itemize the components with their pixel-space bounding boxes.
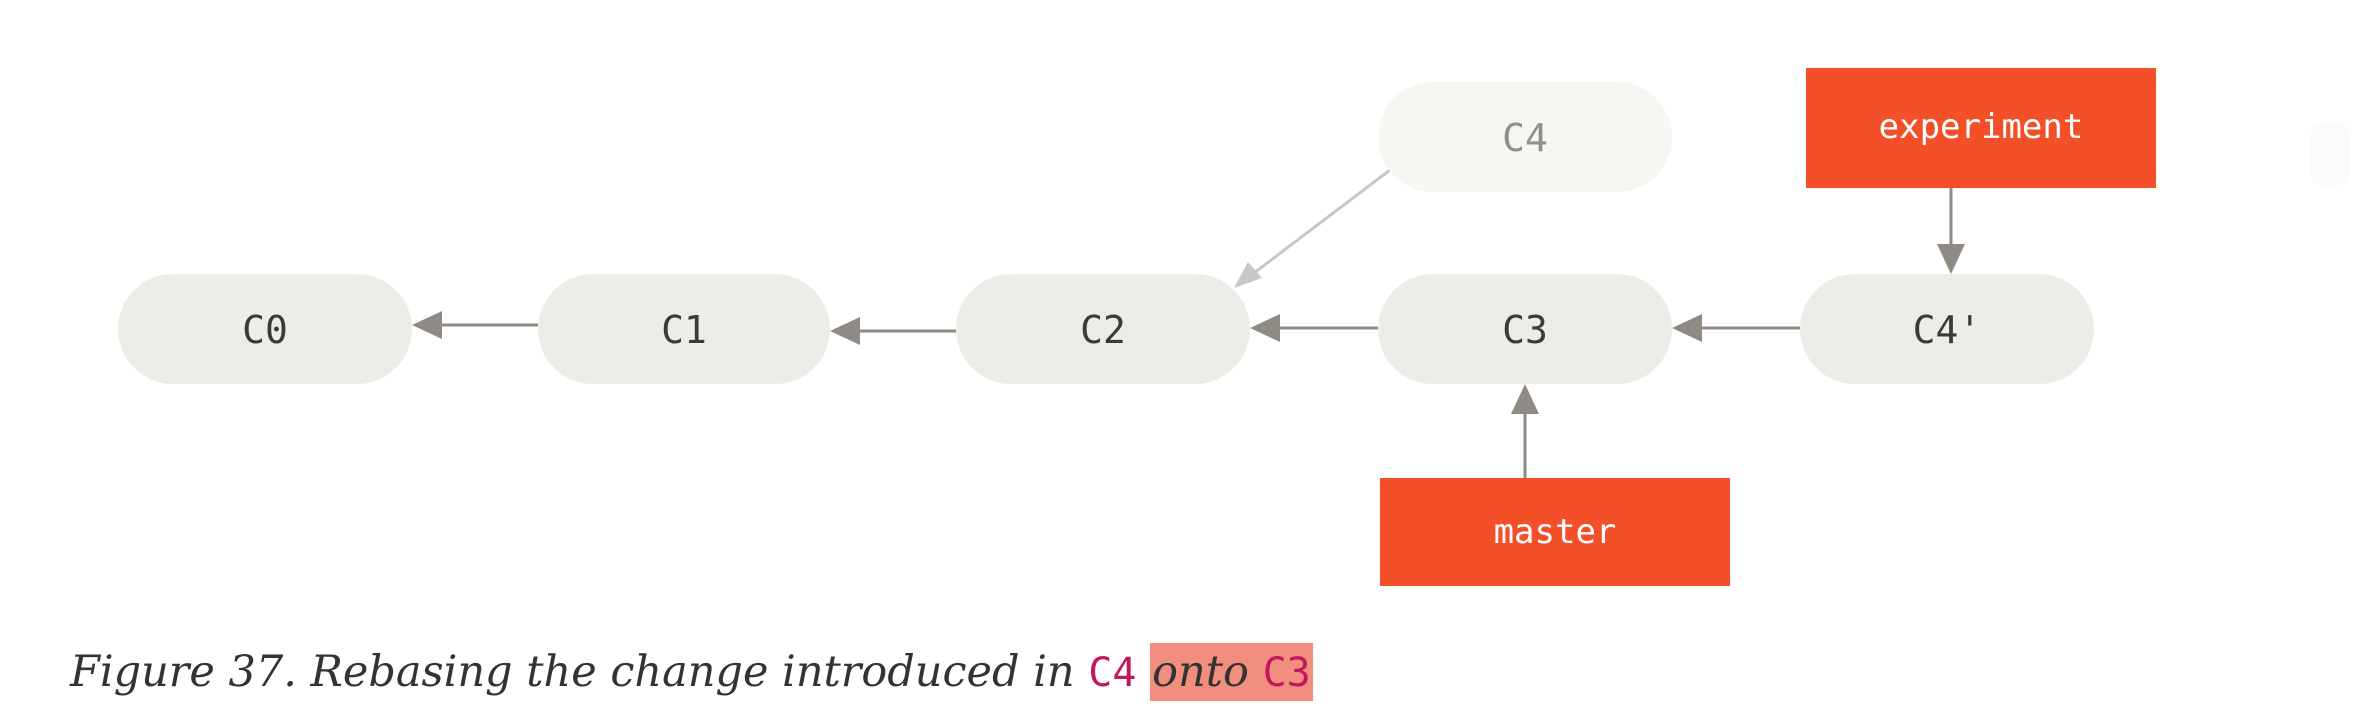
arrow-c4prime-to-c3 xyxy=(1672,314,1800,342)
svg-text:C3: C3 xyxy=(1502,308,1548,352)
caption-code-c3: C3 xyxy=(1262,650,1311,696)
svg-text:experiment: experiment xyxy=(1879,107,2084,147)
arrow-experiment-to-c4prime xyxy=(1937,188,1965,274)
svg-text:C4: C4 xyxy=(1502,116,1548,160)
commit-c4-prime: C4' xyxy=(1800,274,2094,384)
arrow-c1-to-c0 xyxy=(412,311,538,339)
arrow-master-to-c3 xyxy=(1511,384,1539,478)
commit-c4-original: C4 xyxy=(1378,82,1672,192)
branch-master: master xyxy=(1380,478,1730,586)
branch-experiment: experiment xyxy=(1806,68,2156,188)
arrow-c2-to-c1 xyxy=(830,317,956,345)
commit-c0: C0 xyxy=(118,274,412,384)
arrow-c4-to-c2 xyxy=(1234,168,1391,288)
scroll-handle[interactable] xyxy=(2310,122,2350,186)
svg-text:C2: C2 xyxy=(1080,308,1126,352)
rebase-diagram: C0 C1 C2 C3 C4' C4 experiment master xyxy=(118,68,2156,586)
caption-prefix: Figure 37. Rebasing the change introduce… xyxy=(70,647,1089,697)
commit-c1: C1 xyxy=(538,274,830,384)
svg-text:C1: C1 xyxy=(661,308,707,352)
svg-text:C4': C4' xyxy=(1913,308,1982,352)
caption-onto: onto xyxy=(1152,647,1249,697)
commit-c3: C3 xyxy=(1378,274,1672,384)
commit-c2: C2 xyxy=(956,274,1250,384)
caption-highlight: onto C3 xyxy=(1150,643,1313,701)
arrow-c3-to-c2 xyxy=(1250,314,1378,342)
svg-text:C0: C0 xyxy=(242,308,288,352)
svg-text:master: master xyxy=(1494,512,1617,552)
caption-code-c4: C4 xyxy=(1088,650,1137,696)
figure-caption: Figure 37. Rebasing the change introduce… xyxy=(70,642,1313,703)
